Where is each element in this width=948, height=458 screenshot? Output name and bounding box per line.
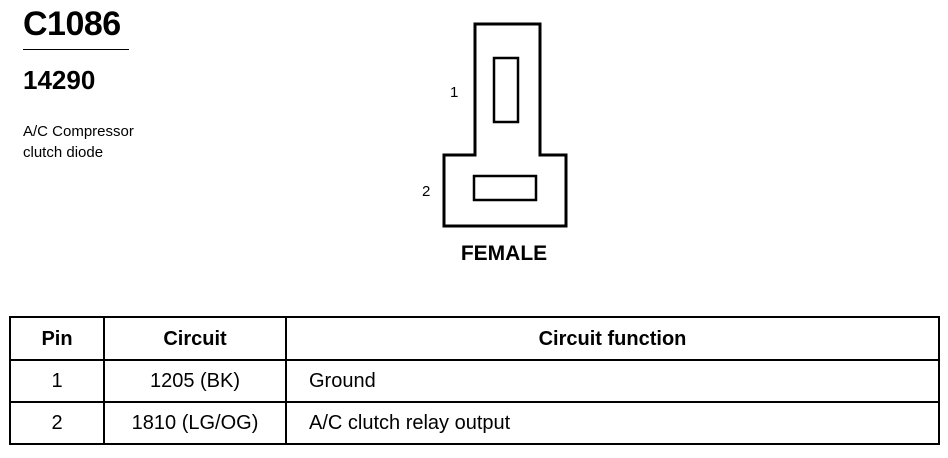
connector-description: A/C Compressor clutch diode (23, 121, 223, 163)
pin-2-terminal-cavity (472, 174, 538, 202)
column-header-circuit: Circuit (103, 316, 287, 361)
circuit-cell: 1205 (BK) (103, 359, 287, 403)
description-line-2: clutch diode (23, 144, 104, 161)
connector-id: C1086 (23, 5, 121, 43)
pin-cell: 2 (9, 401, 105, 445)
connector-housing-outline (442, 22, 568, 228)
pin-1-label: 1 (450, 84, 458, 101)
description-line-1: A/C Compressor (23, 123, 134, 140)
title-underline (23, 49, 129, 50)
circuit-cell: 1810 (LG/OG) (103, 401, 287, 445)
column-header-circuit-function: Circuit function (285, 316, 940, 361)
circuit-function-cell: A/C clutch relay output (285, 401, 940, 445)
table-row: 2 1810 (LG/OG) A/C clutch relay output (9, 401, 940, 445)
connector-face-diagram: 1 2 (422, 22, 568, 228)
pin-2-label: 2 (422, 183, 430, 200)
pin-cell: 1 (9, 359, 105, 403)
table-row: 1 1205 (BK) Ground (9, 359, 940, 403)
part-number: 14290 (23, 65, 96, 95)
table-header-row: Pin Circuit Circuit function (9, 316, 940, 361)
connector-view-label: FEMALE (460, 242, 548, 265)
column-header-pin: Pin (9, 316, 105, 361)
circuit-function-cell: Ground (285, 359, 940, 403)
pin-1-terminal-cavity (492, 56, 520, 124)
pin-circuit-table: Pin Circuit Circuit function 1 1205 (BK)… (9, 316, 940, 445)
